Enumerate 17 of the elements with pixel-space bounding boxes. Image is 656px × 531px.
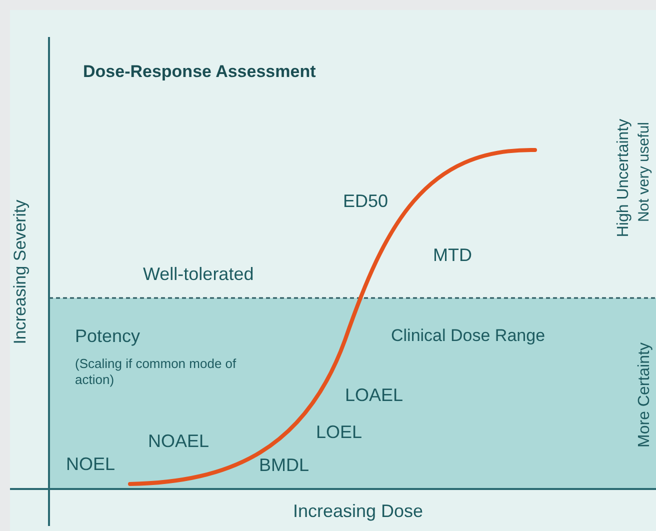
- axis-label: Increasing Severity: [12, 200, 28, 344]
- chart-label: Clinical Dose Range: [391, 325, 546, 346]
- chart-label: (Scaling if common mode of action): [75, 356, 238, 388]
- axis-label: High Uncertainty: [616, 118, 632, 238]
- diagram-title: Dose-Response Assessment: [83, 61, 316, 83]
- axis-label: Not very useful: [636, 122, 652, 222]
- chart-label: ED50: [343, 190, 388, 212]
- chart-label: NOAEL: [148, 430, 210, 452]
- chart-label: Well-tolerated: [143, 263, 254, 286]
- chart-label: Increasing Dose: [293, 500, 424, 522]
- chart-label: LOEL: [316, 421, 362, 444]
- axis-label: More Certainty: [637, 342, 653, 448]
- chart-label: MTD: [433, 244, 472, 266]
- chart-label: LOAEL: [345, 384, 404, 406]
- chart-label: Potency: [75, 325, 140, 348]
- chart-label: BMDL: [259, 454, 310, 476]
- chart-label: NOEL: [66, 453, 116, 476]
